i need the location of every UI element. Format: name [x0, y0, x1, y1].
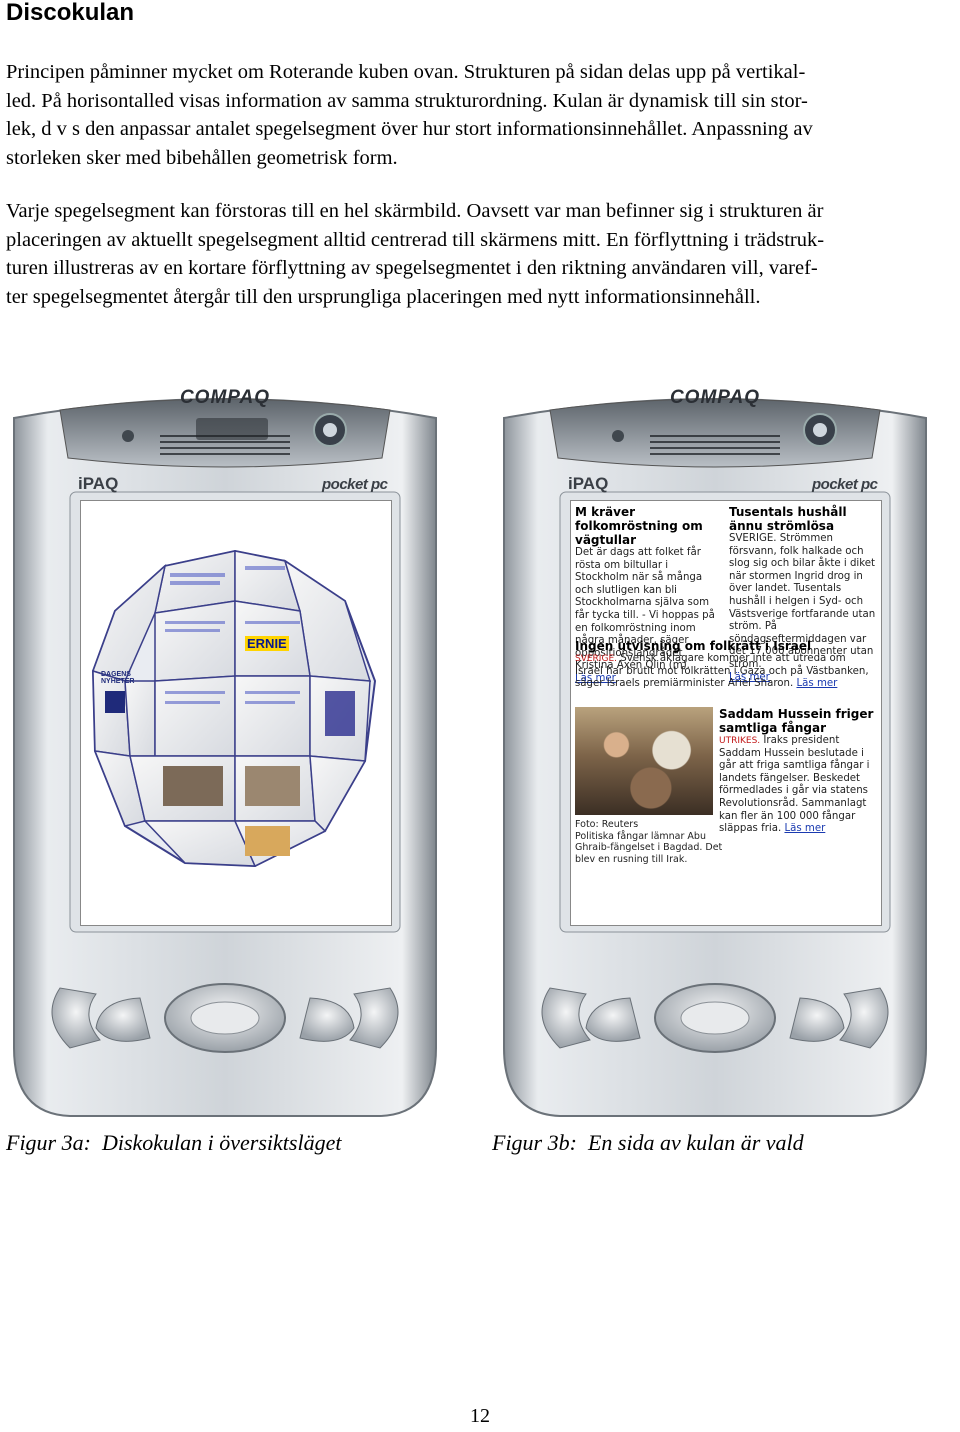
news-item-right: Tusentals hushåll ännu strömlösa SVERIGE…	[729, 505, 877, 684]
brand-logo: COMPAQ	[669, 387, 761, 408]
pda-screen: M kräver folkomröstning om vägtullar Det…	[570, 500, 882, 926]
news-section-tag: UTRIKES.	[719, 736, 761, 746]
paragraph-line: led. På horisontalled visas information …	[6, 89, 808, 112]
news-text: Det är dags att folket får rösta om bilt…	[575, 547, 715, 672]
news-item-mid: Ingen utvisning om folkrätt i Israel SVE…	[575, 639, 875, 691]
news-headline[interactable]: Ingen utvisning om folkrätt i Israel	[575, 639, 812, 653]
pda-screen: DAGENS NYHETER ERNIE	[80, 500, 392, 926]
news-text: Iraks president Saddam Hussein beslutade…	[719, 735, 870, 835]
model-label: iPAQ	[78, 474, 119, 493]
news-text: Svensk åklagare kommer inte att utreda o…	[575, 653, 869, 690]
read-more-link[interactable]: Läs mer	[796, 678, 838, 690]
news-section-tag: SVERIGE.	[575, 654, 617, 664]
paragraph-line: ter spegelsegmentet återgår till den urs…	[6, 285, 761, 308]
paragraph-line: storleken sker med bibehållen geometrisk…	[6, 146, 398, 169]
news-item-photo: Saddam Hussein friger samtliga fångar UT…	[719, 707, 877, 836]
news-headline[interactable]: Saddam Hussein friger samtliga fångar	[719, 707, 874, 735]
news-headline[interactable]: Tusentals hushåll ännu strömlösa	[729, 505, 847, 533]
page-number: 12	[470, 1405, 490, 1427]
paragraph-2: Varje spegelsegment kan förstoras till e…	[6, 197, 960, 311]
model-label: iPAQ	[568, 474, 609, 493]
paragraph-line: placeringen av aktuellt spegelsegment al…	[6, 228, 825, 251]
figure-caption-3a: Figur 3a: Diskokulan i översiktsläget	[6, 1130, 342, 1155]
pda-device-figure-3b: COMPAQ iPAQ pocket pc M kräver folkomrös…	[490, 387, 940, 1118]
paragraph-line: Principen påminner mycket om Roterande k…	[6, 61, 806, 83]
figure-caption-3b: Figur 3b: En sida av kulan är vald	[492, 1130, 804, 1155]
sphere-label-ernie: ERNIE	[245, 636, 289, 651]
news-item-left: M kräver folkomröstning om vägtullar Det…	[575, 505, 723, 686]
pda-device-figure-3a: COMPAQ iPAQ pocket pc	[0, 387, 450, 1118]
paragraph-1: Principen påminner mycket om Roterande k…	[6, 58, 960, 172]
paragraph-line: lek, d v s den anpassar antalet spegelse…	[6, 118, 813, 141]
photo-caption: Foto: Reuters Politiska fångar lämnar Ab…	[575, 819, 723, 865]
paragraph-line: turen illustreras av en kortare förflytt…	[6, 257, 818, 280]
paragraph-line: Varje spegelsegment kan förstoras till e…	[6, 200, 824, 222]
os-label: pocket pc	[322, 476, 388, 493]
os-label: pocket pc	[812, 476, 878, 493]
disco-ball-illustration	[91, 549, 377, 868]
sphere-label-dn: DAGENS NYHETER	[101, 671, 135, 685]
brand-logo: COMPAQ	[179, 387, 271, 408]
read-more-link[interactable]: Läs mer	[729, 671, 770, 683]
news-photo	[575, 707, 713, 815]
news-headline[interactable]: M kräver folkomröstning om vägtullar	[575, 505, 703, 547]
section-heading: Discokulan	[6, 0, 135, 26]
read-more-link[interactable]: Läs mer	[784, 823, 826, 835]
read-more-link[interactable]: Läs mer	[575, 672, 616, 684]
news-text: SVERIGE. Strömmen försvann, folk halkade…	[729, 533, 876, 670]
